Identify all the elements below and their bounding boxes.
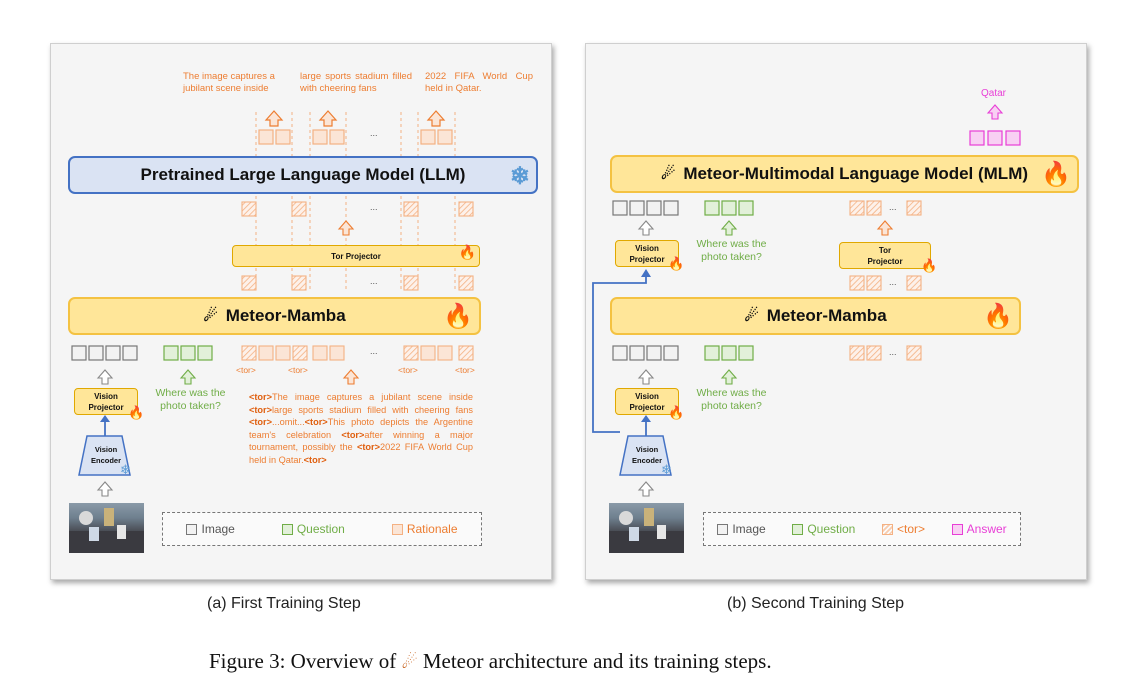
rationale-token-squares-a — [241, 345, 474, 361]
tor-tag-2: <tor> — [288, 365, 308, 375]
llm-input-arrow — [337, 220, 355, 236]
legend-item-question: Question — [792, 522, 855, 536]
output-text-1: The image captures a jubilant scene insi… — [183, 71, 275, 94]
question-up-arrow-a — [179, 369, 197, 385]
vision-projector-b-lower: Vision Projector — [615, 388, 679, 415]
image-token-squares-a — [71, 345, 138, 361]
ellipsis-output: ... — [370, 128, 378, 138]
llm-label: Pretrained Large Language Model (LLM) — [140, 165, 466, 184]
legend-item-tor: <tor> — [881, 522, 925, 536]
legend-a: Image Question Rationale — [162, 512, 482, 546]
question-text-b-top: Where was the photo taken? — [696, 238, 767, 263]
image-token-squares-b-upper — [612, 200, 679, 216]
image-up-arrow-a — [96, 369, 114, 385]
figure-caption-suffix: Meteor architecture and its training ste… — [422, 649, 772, 673]
tor-token-squares-b-lower — [849, 345, 922, 361]
tor-projector-a: Tor Projector 🔥 — [232, 245, 480, 267]
meteor-icon: ☄ — [744, 308, 759, 325]
meteor-icon: ☄ — [203, 308, 218, 325]
flame-icon: 🔥 — [1041, 161, 1071, 188]
legend-item-image: Image — [717, 522, 766, 536]
rationale-paragraph: <tor>The image captures a jubilant scene… — [249, 392, 473, 465]
legend-b: Image Question <tor> Answer — [703, 512, 1021, 546]
answer-token-squares — [969, 130, 1021, 146]
mamba-label-b: Meteor-Mamba — [766, 306, 887, 325]
ellipsis-b-lower: ... — [889, 347, 897, 357]
vision-encoder-label-a: Vision Encoder — [90, 445, 121, 465]
tor-token-squares-b-upper — [849, 200, 922, 291]
output-text-2: large sports stadium filled with cheerin… — [300, 71, 412, 94]
mlm-label: Meteor-Multimodal Language Model (MLM) — [683, 164, 1029, 183]
image-token-squares-b-lower — [612, 345, 679, 361]
meteor-mamba-box-a: ☄ Meteor-Mamba 🔥 — [68, 297, 481, 335]
vision-projector-a: Vision Projector — [74, 388, 138, 415]
stadium-photo-b — [609, 503, 684, 553]
vision-projector-b: Vision Projector — [615, 240, 679, 267]
question-token-squares-a — [163, 345, 213, 361]
pretrained-llm-box: Pretrained Large Language Model (LLM) ❄ — [68, 156, 538, 194]
vision-encoder-shape-a — [78, 435, 131, 476]
snowflake-icon: ❄ — [509, 163, 530, 190]
meteor-icon: ☄ — [401, 652, 418, 672]
encoder-to-projector-path — [592, 275, 647, 433]
rationale-up-arrow-a — [342, 369, 360, 385]
tor-squares-upper — [241, 201, 474, 291]
legend-item-question: Question — [281, 522, 345, 536]
output-arrows — [264, 110, 446, 127]
meteor-icon: ☄ — [660, 166, 676, 183]
output-text-3: 2022 FIFA World Cup held in Qatar. — [425, 71, 533, 94]
tor-tag-4: <tor> — [455, 365, 475, 375]
vision-encoder-label-b: Vision Encoder — [631, 445, 662, 465]
flame-icon: 🔥 — [668, 256, 685, 271]
vision-encoder-shape-b — [619, 435, 672, 476]
legend-item-rationale: Rationale — [391, 522, 458, 536]
ellipsis-b-upper: ... — [889, 202, 897, 212]
caption-b: (b) Second Training Step — [727, 595, 904, 612]
legend-item-answer: Answer — [951, 522, 1007, 536]
flame-icon: 🔥 — [983, 303, 1013, 330]
answer-up-arrow — [986, 104, 1004, 120]
flame-icon: 🔥 — [458, 244, 476, 260]
question-text-b-bottom: Where was the photo taken? — [696, 387, 767, 412]
question-text-a: Where was the photo taken? — [155, 387, 226, 412]
snowflake-icon: ❄ — [661, 462, 672, 477]
figure-caption-prefix: Figure 3: Overview of — [209, 649, 397, 673]
output-rationale-squares — [258, 129, 453, 145]
ellipsis-upper: ... — [370, 202, 378, 212]
meteor-mlm-box: ☄ Meteor-Multimodal Language Model (MLM)… — [610, 155, 1079, 193]
flame-icon: 🔥 — [443, 303, 473, 330]
stadium-photo-a — [69, 503, 144, 553]
meteor-mamba-box-b: ☄ Meteor-Mamba 🔥 — [610, 297, 1021, 335]
legend-item-image: Image — [186, 522, 235, 536]
tor-projector-b: Tor Projector — [839, 242, 931, 269]
flame-icon: 🔥 — [921, 258, 938, 273]
tor-tag-1: <tor> — [236, 365, 256, 375]
tor-projector-label-a: Tor Projector — [331, 251, 381, 261]
ellipsis-lower: ... — [370, 276, 378, 286]
caption-a: (a) First Training Step — [207, 595, 361, 612]
figure-caption: Figure 3: Overview of ☄ Meteor architect… — [209, 649, 772, 674]
ellipsis-b-mid: ... — [889, 277, 897, 287]
mamba-label-a: Meteor-Mamba — [225, 306, 346, 325]
photo-up-arrow-a — [96, 481, 114, 497]
answer-text: Qatar — [981, 88, 1007, 99]
ellipsis-input: ... — [370, 346, 378, 356]
flame-icon: 🔥 — [668, 405, 685, 420]
question-token-squares-b-upper — [704, 200, 754, 216]
snowflake-icon: ❄ — [120, 462, 131, 477]
tor-tag-3: <tor> — [398, 365, 418, 375]
flame-icon: 🔥 — [128, 405, 145, 420]
question-token-squares-b-lower — [704, 345, 754, 361]
